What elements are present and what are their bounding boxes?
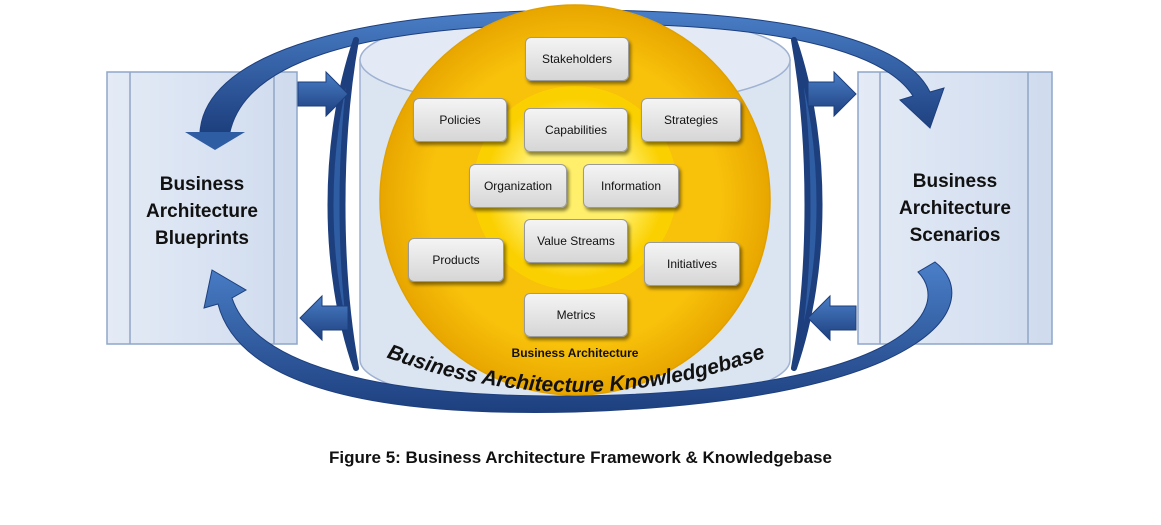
node-strategies: Strategies [641,98,741,142]
node-capabilities: Capabilities [524,108,628,152]
left-bracket [327,37,359,371]
right-panel [857,71,1053,345]
node-metrics: Metrics [524,293,628,337]
right-bracket [791,37,823,371]
blueprints-title: Business Architecture Blueprints [146,174,258,249]
node-policies: Policies [413,98,507,142]
node-value-streams: Value Streams [524,219,628,263]
business-architecture-label: Business Architecture [511,346,639,360]
arrow-scenarios-to-knowledgebase [807,294,857,342]
left-panel [106,71,298,345]
arrow-knowledgebase-to-scenarios [807,70,857,118]
top-cycle-arrow [185,9,945,150]
node-products: Products [408,238,504,282]
figure-caption: Figure 5: Business Architecture Framewor… [329,448,832,467]
node-information: Information [583,164,679,208]
arrow-blueprints-to-knowledgebase [297,70,349,118]
scenarios-title: Business Architecture Scenarios [899,171,1011,246]
node-organization: Organization [469,164,567,208]
node-stakeholders: Stakeholders [525,37,629,81]
node-initiatives: Initiatives [644,242,740,286]
bottom-cycle-arrow [203,261,953,413]
arrow-knowledgebase-to-blueprints [299,294,349,342]
